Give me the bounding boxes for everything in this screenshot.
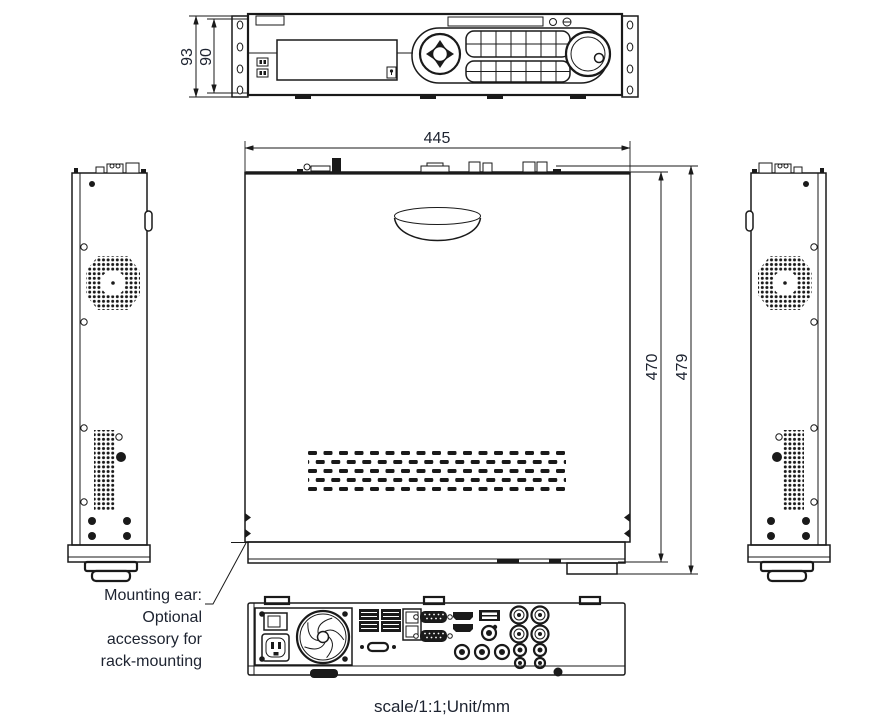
dpad-control [418, 32, 462, 76]
mounting-ear-note: Mounting ear: Optional accessory for rac… [101, 587, 203, 670]
mounting-ear-note-line1: Mounting ear: [104, 587, 202, 604]
terminal-blocks [359, 609, 401, 632]
dim-93-label: 93 [179, 48, 196, 66]
esata-port [360, 641, 396, 653]
mounting-ear-tabs [245, 513, 630, 538]
dim-470-label: 470 [644, 354, 661, 381]
serial-port [413, 630, 453, 642]
psu-fan [295, 609, 351, 665]
power-switch [263, 612, 288, 631]
dim-479-label: 479 [674, 354, 691, 381]
rear-foot [310, 669, 338, 678]
mounting-ear-note-line2: Optional [142, 609, 202, 626]
scale-unit-note: scale/1:1;Unit/mm [374, 697, 510, 716]
rear-view [247, 595, 626, 678]
front-view: 93 90 [179, 12, 639, 99]
ground-screw [553, 667, 563, 677]
ac-inlet [261, 633, 290, 662]
bnc-group [509, 605, 550, 670]
dome-bulge [393, 207, 482, 242]
top-view: 445 [244, 130, 698, 575]
mounting-ear-note-line3: accessory for [107, 631, 203, 648]
power-supply-module [254, 607, 353, 666]
bnc-connector [480, 624, 498, 642]
rear-panel-body [247, 602, 626, 676]
led-indicators [549, 17, 572, 27]
top-width-dimension: 445 [244, 130, 631, 171]
leader-line [205, 542, 249, 605]
usb-ports-icon [256, 57, 269, 78]
lcd-window [447, 16, 544, 27]
rear-top-tabs [263, 595, 602, 606]
dvd-flap [276, 39, 398, 81]
jog-dial [564, 30, 612, 78]
rca-connectors [453, 643, 511, 661]
front-vent-slot [255, 15, 285, 26]
top-front-bezel [247, 541, 626, 575]
front-mounting-ear-right [621, 15, 639, 98]
top-depth-dimensions: 470 479 [556, 165, 698, 575]
hdmi-ports [453, 612, 473, 632]
front-dimensions: 93 90 [179, 15, 247, 98]
dim-90-label: 90 [198, 48, 215, 66]
front-feet [295, 95, 586, 99]
dim-445-label: 445 [424, 130, 451, 147]
usb-block [479, 610, 500, 621]
vga-port [413, 611, 453, 623]
vent-slots [308, 451, 566, 491]
top-rear-connectors [297, 158, 561, 173]
mounting-ear-note-line4: rack-mounting [101, 653, 202, 670]
